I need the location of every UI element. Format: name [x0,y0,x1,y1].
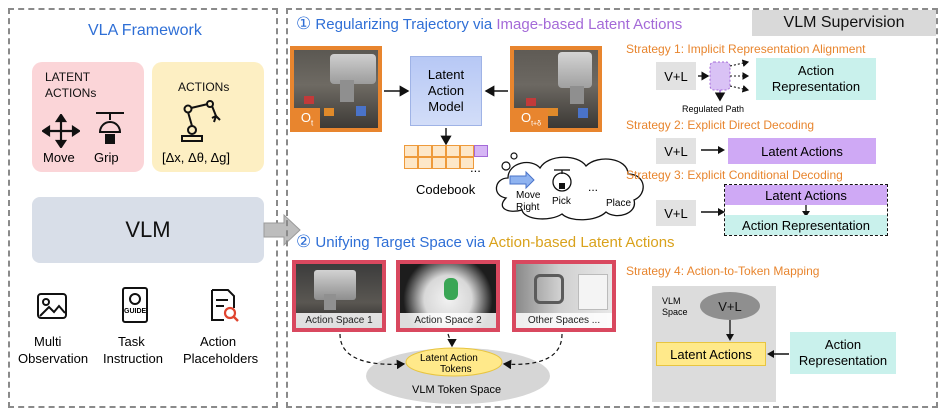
section1-title: ① Regularizing Trajectory via Image-base… [296,14,682,34]
search-document-icon [211,289,239,322]
latent-action-model-box: Latent Action Model [410,56,482,126]
input-multi-line1: Multi [34,334,62,349]
image-icon [37,293,67,319]
section2-title-plain: Unifying Target Space via [315,234,489,251]
strategy2-latent-actions: Latent Actions [728,138,876,164]
cloud-move-right-line2: Right [516,202,540,213]
strategy3-group [724,184,888,236]
latent-action-tokens-line1: Latent Action [420,353,478,364]
latent-actions-title-line2: ACTIONs [45,86,97,100]
observation-t-label: Ot [294,108,320,128]
vla-framework-panel [8,8,278,408]
strategy4-action-representation: Action Representation [790,332,896,374]
other-spaces-caption: Other Spaces ... [516,313,612,328]
other-spaces-image: Other Spaces ... [512,260,616,332]
latent-action-tokens-line2: Tokens [440,364,472,375]
strategy4-space-line2: Space [662,307,688,317]
cloud-ellipsis: ... [588,180,599,194]
observation-t-image: Ot [290,46,382,132]
actions-card [152,62,264,172]
observation-t-delta-label: Ot+δ [514,108,548,128]
section1-number: ① [296,14,312,33]
section1-title-plain: Regularizing Trajectory via [315,16,497,33]
strategy4-down-arrow [726,320,734,341]
actions-formula: [Δx, Δθ, Δg] [162,150,230,165]
vlm-block: VLM [32,197,264,263]
input-multi-line2: Observation [18,351,89,366]
regulated-path-label: Regulated Path [682,104,745,114]
vlm-token-space-label: VLM Token Space [412,384,502,396]
strategy3-down-arrow [802,205,810,217]
observation-t-delta-image: Ot+δ [510,46,602,132]
move-arrows-icon [42,114,80,148]
vlm-supervision-title: VLM Supervision [783,14,905,31]
input-action-line1: Action [200,334,237,349]
input-action-line2: Placeholders [183,351,259,366]
vlm-supervision-header: VLM Supervision [752,10,936,36]
regulated-path-icon [698,59,750,102]
token-space-diagram [339,333,563,404]
strategy4-space-line1: VLM [662,296,681,306]
section1-arrows [384,85,508,146]
lam-line3: Model [428,99,464,114]
action-space-1-caption: Action Space 1 [296,313,382,328]
vlm-label: VLM [125,217,171,242]
strategy4-left-arrow [767,350,789,358]
grip-label: Grip [94,150,119,165]
move-label: Move [43,150,75,165]
strategy4-latent-actions: Latent Actions [656,342,766,366]
strategy1-action-representation: Action Representation [756,58,876,100]
latent-actions-cloud [495,152,644,221]
strategy1-title: Strategy 1: Implicit Representation Alig… [626,42,866,56]
input-task-line1: Task [118,334,145,349]
guide-icon-text: GUIDE [124,308,147,315]
grip-icon [96,112,124,144]
cloud-place: Place [606,198,632,209]
strategy3-title: Strategy 3: Explicit Conditional Decodin… [626,168,843,182]
strategy3-vl-box: V+L [656,200,696,226]
strategy4-vl-ellipse: V+L [700,292,760,320]
strategy3-action-representation: Action Representation [725,215,887,235]
strategy2-vl-box: V+L [656,138,696,164]
action-space-2-image: Action Space 2 [396,260,500,332]
codebook-grid [404,145,514,175]
section2-title: ② Unifying Target Space via Action-based… [296,232,675,252]
cloud-move-right-line1: Move [516,190,541,201]
latent-actions-title-line1: LATENT [45,70,91,84]
guide-book-icon: GUIDE [122,287,148,323]
strategy2-title: Strategy 2: Explicit Direct Decoding [626,118,815,132]
action-space-1-image: Action Space 1 [292,260,386,332]
actions-title: ACTIONs [178,80,230,94]
strategy2-arrow [701,146,725,154]
section1-title-highlight: Image-based Latent Actions [496,16,683,33]
lam-line1: Latent [427,67,465,82]
vla-framework-title: VLA Framework [88,22,202,39]
codebook-label: Codebook [416,182,476,197]
robot-arm-icon [181,100,221,142]
section2-title-highlight: Action-based Latent Actions [488,234,675,251]
section2-number: ② [296,232,312,251]
cloud-pick: Pick [552,196,571,207]
input-task-line2: Instruction [103,351,163,366]
vlm-supervision-panel [286,8,938,408]
strategy3-latent-actions: Latent Actions [725,185,887,205]
strategy1-vl-box: V+L [656,62,696,90]
strategy3-arrow [701,208,725,216]
latent-actions-card [32,62,144,172]
strategy4-title: Strategy 4: Action-to-Token Mapping [626,264,820,278]
lam-line2: Action [427,83,465,98]
vlm-to-supervision-arrow [263,213,301,247]
action-space-2-caption: Action Space 2 [400,313,496,328]
codebook-ellipsis: ... [470,160,481,175]
